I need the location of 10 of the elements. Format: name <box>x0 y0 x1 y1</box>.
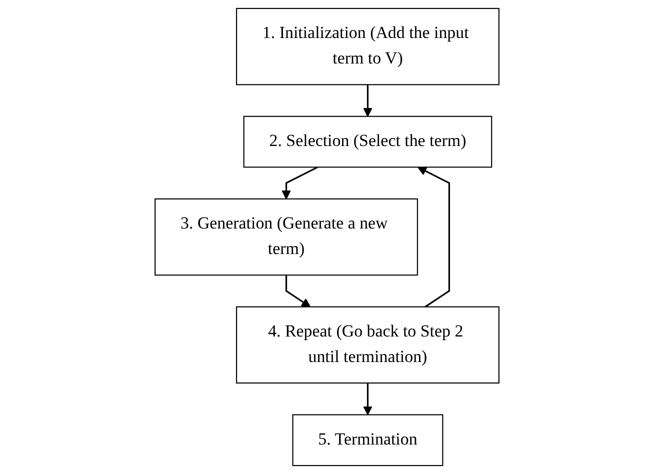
node-box <box>154 198 418 276</box>
arrow <box>363 383 372 416</box>
arrow <box>282 166 318 200</box>
arrow <box>417 166 450 308</box>
node-box <box>236 8 500 86</box>
arrow <box>285 275 311 308</box>
node-box <box>292 414 444 466</box>
node-box <box>243 116 492 168</box>
arrow <box>363 84 372 117</box>
node-box <box>236 306 500 384</box>
